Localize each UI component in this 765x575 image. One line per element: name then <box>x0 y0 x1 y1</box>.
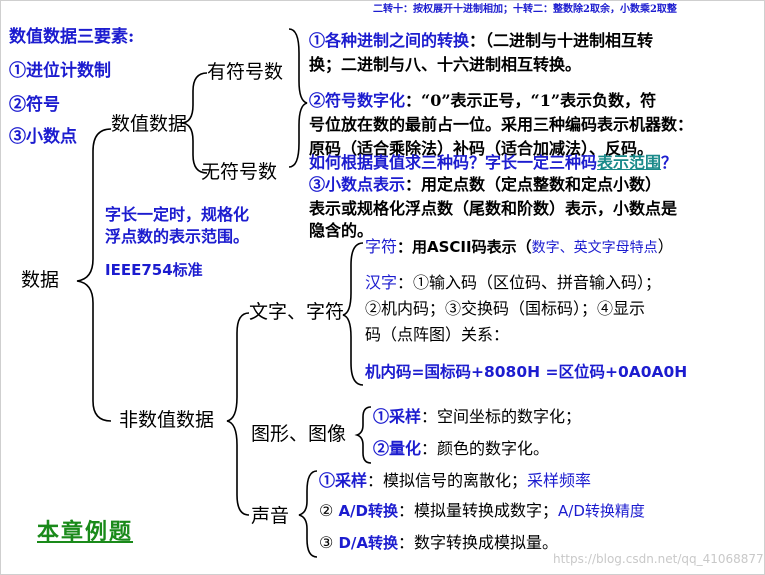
char-heading: 字符 <box>365 237 398 256</box>
sidebar-title: 数值数据三要素: <box>9 27 135 47</box>
ieee754-note: IEEE754标准 <box>105 261 203 279</box>
hanzi-line-3: 码（点阵图）关系： <box>365 325 510 344</box>
conversion-line-2: 换；二进制与八、十六进制相互转换。 <box>309 55 582 74</box>
sidebar-item-radix: ①进位计数制 <box>9 61 111 81</box>
sound-sampling-rate: 采样频率 <box>527 471 592 490</box>
sound-ad-num: ② <box>319 501 339 520</box>
sidebar-item-sign: ②符号 <box>9 95 60 115</box>
sound-ad-precision: A/D转换精度 <box>558 502 645 520</box>
watermark: https://blog.csdn.net/qq_41068877 <box>553 552 764 566</box>
node-unsigned: 无符号数 <box>201 161 278 183</box>
conversion-heading: ①各种进制之间的转换 <box>309 31 470 50</box>
sound-da-heading: D/A转换 <box>338 534 398 552</box>
true-value-question: 如何根据真值求三种码？字长一定三种码表示范围？ <box>309 155 677 171</box>
internal-code-formula: 机内码=国标码+8080H =区位码+0A0A0H <box>365 363 688 381</box>
sign-heading: ②符号数字化 <box>309 91 406 110</box>
chapter-examples-link[interactable]: 本章例题 <box>37 519 134 545</box>
point-tail: ：用定点数（定点整数和定点小数） <box>405 175 662 194</box>
point-line-2: 表示或规格化浮点数（尾数和阶数）表示，小数点是 <box>309 199 678 218</box>
sound-da-tail: ：数字转换成模拟量。 <box>397 533 558 552</box>
point-line-3: 隐含的。 <box>309 221 374 240</box>
nonnumeric-brace <box>226 312 250 516</box>
sign-tail: ：“0”表示正号，“1”表示负数，符 <box>405 91 657 110</box>
sidebar-item-decimal-point: ③小数点 <box>9 127 77 147</box>
textchar-brace <box>342 242 364 386</box>
signed-brace <box>288 28 308 168</box>
graphics-quant-heading: ②量化 <box>373 439 422 458</box>
question-text: 如何根据真值求三种码？字长一定三种码 <box>309 153 598 172</box>
sound-sampling: ①采样：模拟信号的离散化；采样频率 <box>319 473 591 489</box>
sound-ad: ② A/D转换：模拟量转换成数字；A/D转换精度 <box>319 503 645 519</box>
sign-line-3: 原码（适合乘除法）补码（适合加减法）、反码。 <box>309 139 654 158</box>
node-sound: 声音 <box>251 505 290 527</box>
hanzi-line-1: 汉字：①输入码（区位码、拼音输入码）； <box>365 275 661 291</box>
graphics-sampling: ①采样：空间坐标的数字化； <box>373 409 581 425</box>
conversion-tail: ：（二进制与十进制相互转 <box>469 31 654 50</box>
sign-line-2: 号位放在数的最前占一位。采用三种编码表示机器数： <box>309 115 694 134</box>
float-range-note-1: 字长一定时，规格化 <box>105 205 250 224</box>
char-feature: 数字、英文字母特点 <box>531 240 658 256</box>
sound-da-num: ③ <box>319 533 339 552</box>
question-end: ？ <box>661 153 678 172</box>
char-mid: ：用ASCII码表示（ <box>397 238 532 256</box>
numeric-brace <box>180 72 208 174</box>
point-line-1: ③小数点表示：用定点数（定点整数和定点小数） <box>309 177 661 193</box>
sound-brace <box>298 470 318 558</box>
node-signed: 有符号数 <box>207 61 284 83</box>
sign-line-1: ②符号数字化：“0”表示正号，“1”表示负数，符 <box>309 93 656 109</box>
node-data: 数据 <box>21 269 60 291</box>
graphics-brace <box>354 406 372 464</box>
graphics-sampling-tail: ：空间坐标的数字化； <box>421 407 582 426</box>
char-line: 字符：用ASCII码表示（数字、英文字母特点） <box>365 237 674 256</box>
hanzi-heading: 汉字 <box>365 273 398 292</box>
hanzi-line-2: ②机内码；③交换码（国标码）；④显示 <box>365 299 646 318</box>
sound-sampling-heading: ①采样 <box>319 471 368 490</box>
node-text-char: 文字、字符 <box>249 301 345 323</box>
root-brace <box>76 128 112 422</box>
graphics-quant-tail: ：颜色的数字化。 <box>421 439 550 458</box>
conversion-line-1: ①各种进制之间的转换：（二进制与十进制相互转 <box>309 33 653 49</box>
node-graphics: 图形、图像 <box>251 423 347 445</box>
char-end: ） <box>657 237 674 256</box>
graphics-sampling-heading: ①采样 <box>373 407 422 426</box>
node-numeric-data: 数值数据 <box>111 113 188 135</box>
point-heading: ③小数点表示 <box>309 175 406 194</box>
top-conversion-note: 二转十：按权展开十进制相加；十转二：整数除2取余，小数乘2取整 <box>373 4 677 15</box>
node-nonnumeric-data: 非数值数据 <box>119 409 215 431</box>
range-link[interactable]: 表示范围 <box>597 153 662 172</box>
graphics-quantization: ②量化：颜色的数字化。 <box>373 441 549 457</box>
sound-ad-heading: A/D转换 <box>338 502 398 520</box>
hanzi-tail: ：①输入码（区位码、拼音输入码）； <box>397 273 662 292</box>
sound-sampling-mid: ：模拟信号的离散化； <box>367 471 528 490</box>
sound-da: ③ D/A转换：数字转换成模拟量。 <box>319 535 558 551</box>
float-range-note-2: 浮点数的表示范围。 <box>105 227 250 246</box>
sound-ad-mid: ：模拟量转换成数字； <box>397 501 558 520</box>
